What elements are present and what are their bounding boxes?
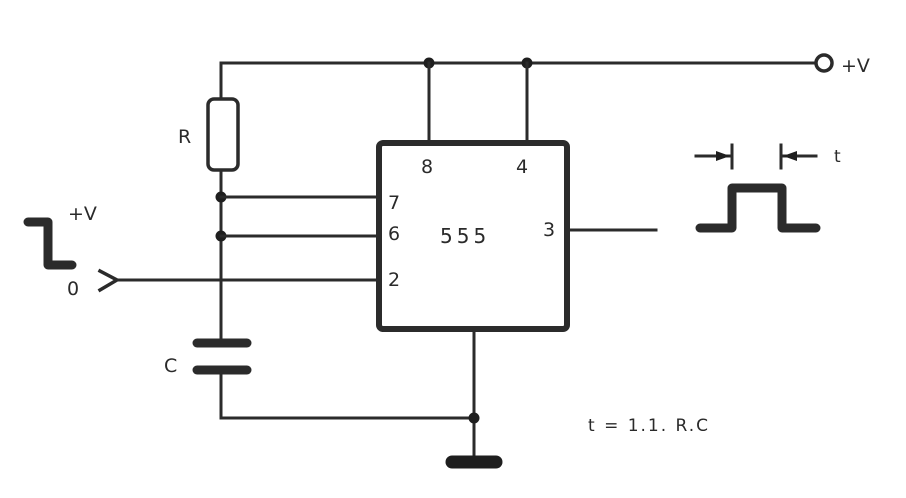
capacitor: C	[164, 338, 476, 420]
resistor-label: R	[178, 126, 191, 148]
trigger-low-label: 0	[67, 278, 79, 300]
supply-terminal	[814, 53, 834, 73]
pulse-width-label: t	[834, 147, 843, 167]
trigger-input: +V 0	[23, 203, 380, 300]
trigger-step-icon	[23, 217, 77, 270]
resistor: R	[178, 97, 240, 199]
timing-node	[215, 191, 380, 342]
ic-555: 8 4 7 6 2 3 555	[376, 140, 570, 332]
pin-2-label: 2	[388, 269, 400, 291]
supply-rail: +V	[219, 53, 870, 144]
junction-ground	[468, 412, 480, 424]
ic-name: 555	[440, 224, 490, 248]
pin-6-label: 6	[388, 223, 400, 245]
formula: t = 1.1. R.C	[588, 416, 710, 436]
pin-8-label: 8	[421, 156, 433, 178]
trigger-high-label: +V	[68, 203, 97, 225]
pin-3-label: 3	[543, 219, 555, 241]
supply-label: +V	[841, 55, 870, 77]
capacitor-label: C	[164, 355, 177, 377]
pin-4-label: 4	[516, 156, 528, 178]
pin-7-label: 7	[388, 192, 400, 214]
output: t	[565, 143, 843, 233]
output-pulse-icon	[695, 183, 821, 233]
ground	[445, 330, 503, 469]
